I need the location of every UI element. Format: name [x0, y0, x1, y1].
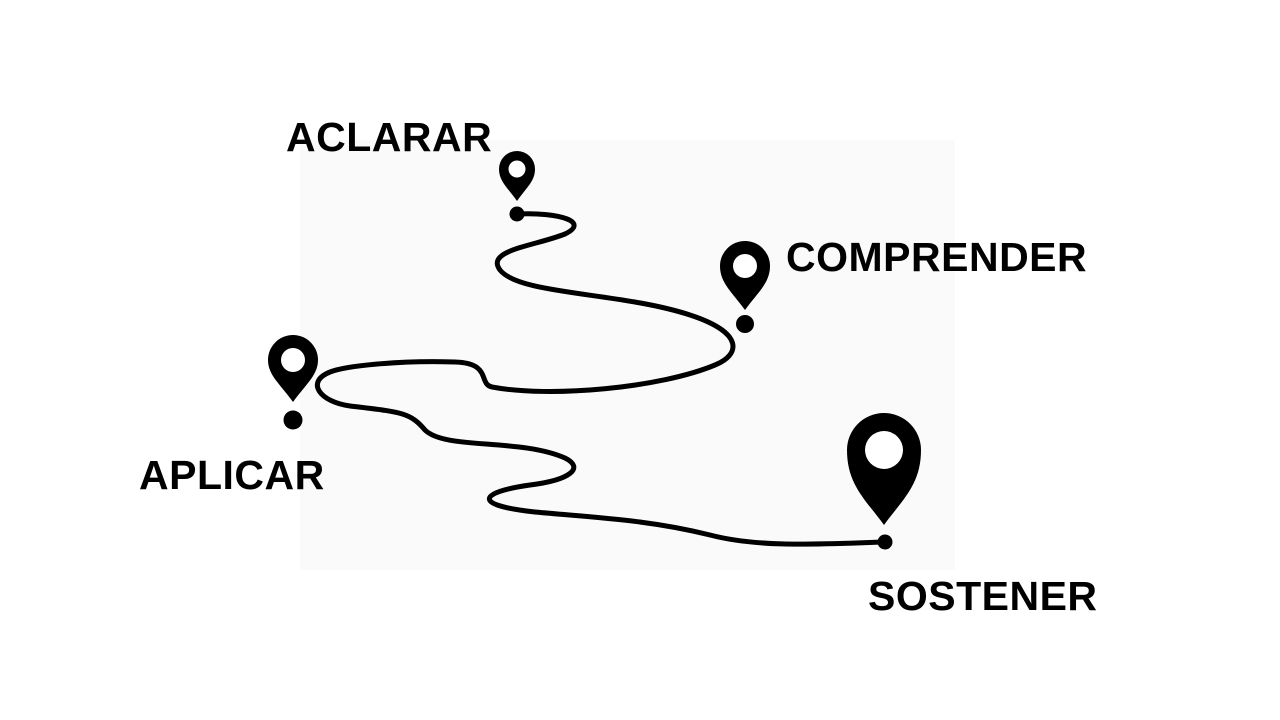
- stage-label-aclarar: ACLARAR: [286, 114, 493, 160]
- map-pin-icon: [847, 413, 921, 550]
- paper-background: [300, 140, 955, 570]
- winding-path: [315, 211, 888, 547]
- map-pin-icon: [720, 241, 770, 333]
- stage-label-comprender: COMPRENDER: [786, 234, 1088, 280]
- map-pin-icon: [499, 151, 535, 222]
- stage-label-aplicar: APLICAR: [139, 452, 325, 498]
- stage-label-sostener: SOSTENER: [868, 573, 1098, 619]
- map-pin-icon: [268, 335, 318, 430]
